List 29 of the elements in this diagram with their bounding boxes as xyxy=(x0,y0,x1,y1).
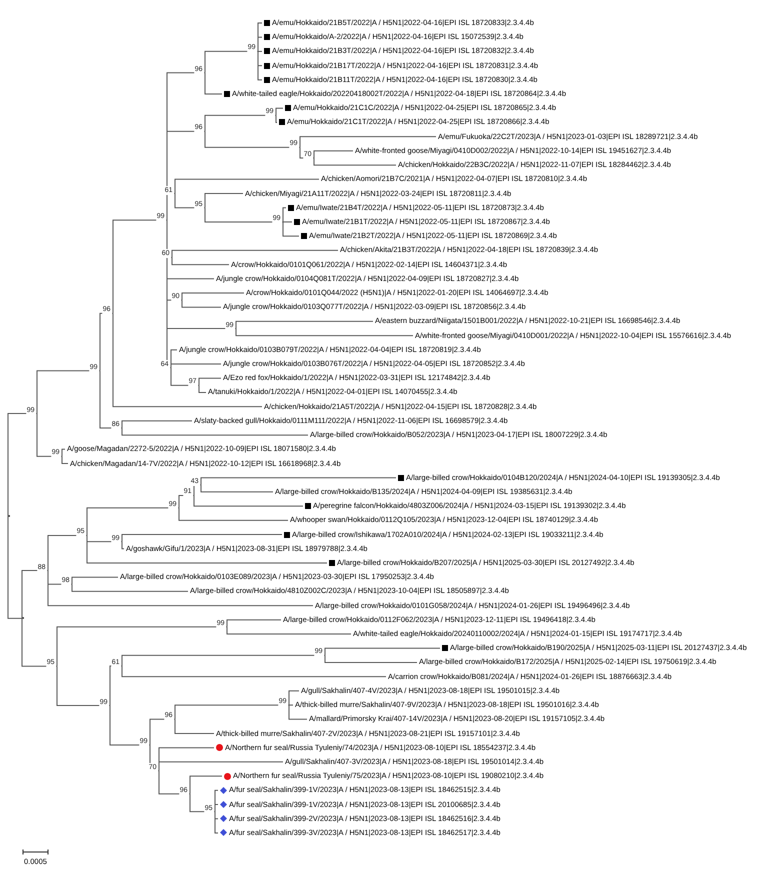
tree-branch xyxy=(48,570,314,606)
tree-branch xyxy=(122,666,386,678)
tree-branch xyxy=(172,256,230,266)
tree-branch xyxy=(122,427,308,436)
tree-branch xyxy=(276,114,278,123)
tree-branch xyxy=(182,300,222,308)
tree-branch xyxy=(194,494,304,507)
tree-branch xyxy=(226,626,352,635)
tree-branch xyxy=(324,654,418,663)
tree-branch xyxy=(122,541,124,550)
tree-branch xyxy=(258,50,262,52)
tree-branch xyxy=(204,72,222,95)
tree-branch xyxy=(112,312,262,408)
tree-branch xyxy=(282,221,300,237)
tree-branch xyxy=(282,221,292,222)
tree-branch xyxy=(178,507,288,521)
tree-branch xyxy=(198,384,206,393)
tree-branch xyxy=(288,704,308,720)
tree-branch xyxy=(236,328,414,336)
tree-branch xyxy=(72,584,188,592)
tree-branch xyxy=(8,515,22,619)
tree-branch xyxy=(200,484,274,492)
tree-branch xyxy=(174,718,214,734)
tree-branch xyxy=(214,811,218,834)
tree-branch xyxy=(288,704,294,706)
tree-branch xyxy=(314,158,396,166)
tree-branch xyxy=(86,534,328,564)
tree-branch xyxy=(62,456,68,464)
tree-branch xyxy=(258,50,262,80)
